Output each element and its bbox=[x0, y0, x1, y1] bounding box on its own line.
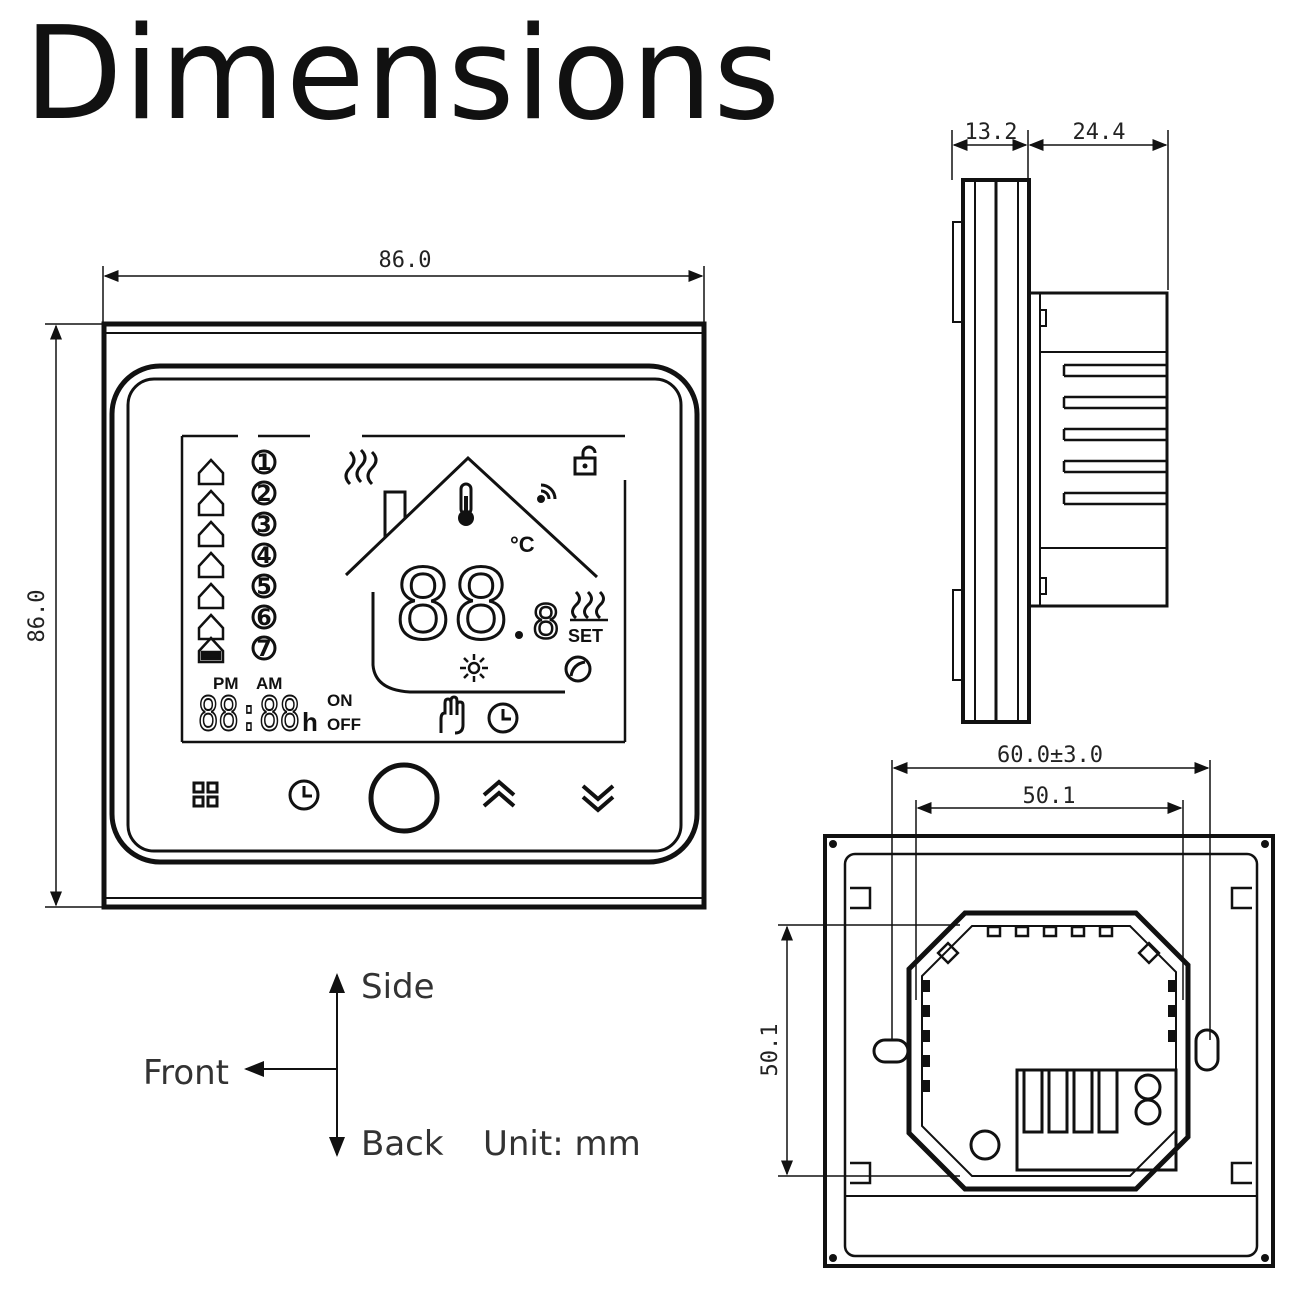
front-label: Front bbox=[143, 1053, 229, 1093]
chevron-down-icon bbox=[581, 784, 615, 813]
front-height-label: 86.0 bbox=[25, 590, 50, 643]
back-inner-width-label: 50.1 bbox=[1023, 784, 1076, 809]
unlock-icon bbox=[573, 445, 597, 476]
front-bezel bbox=[109, 363, 700, 865]
program-number-5: 5 bbox=[256, 575, 271, 600]
up-button[interactable] bbox=[482, 779, 516, 808]
menu-button[interactable] bbox=[192, 781, 219, 808]
down-button[interactable] bbox=[581, 784, 615, 813]
wifi-signal-icon bbox=[537, 483, 557, 503]
clock-icon bbox=[288, 779, 320, 811]
side-front-depth-label: 13.2 bbox=[965, 120, 1018, 145]
front-height-dimension: 86.0 bbox=[25, 323, 103, 908]
program-number-1: 1 bbox=[256, 451, 271, 476]
program-number-6: 6 bbox=[256, 606, 271, 631]
program-house-icons bbox=[197, 458, 225, 664]
page-title: Dimensions bbox=[24, 0, 782, 149]
power-icon bbox=[368, 762, 440, 834]
power-button[interactable] bbox=[368, 762, 440, 834]
back-outer-width-label: 60.0±3.0 bbox=[997, 743, 1103, 768]
orientation-legend: Side Front Back Unit: mm bbox=[143, 967, 641, 1164]
terminal-block bbox=[1015, 1068, 1178, 1172]
front-width-dimension: 86.0 bbox=[102, 248, 705, 322]
unit-label: Unit: mm bbox=[483, 1124, 641, 1164]
program-number-7: 7 bbox=[256, 637, 271, 662]
side-view: 13.2 24.4 bbox=[951, 120, 1169, 724]
program-numbers: 1 2 3 4 5 6 7 bbox=[251, 449, 277, 662]
back-label: Back bbox=[361, 1124, 444, 1164]
lcd-panel: °C 88 8 SET bbox=[180, 434, 627, 744]
program-number-3: 3 bbox=[256, 513, 271, 538]
chevron-up-icon bbox=[482, 779, 516, 808]
front-frame bbox=[101, 321, 707, 910]
unit-celsius-label: °C bbox=[510, 532, 535, 557]
side-back-depth-label: 24.4 bbox=[1073, 120, 1126, 145]
front-view: 86.0 86.0 bbox=[25, 248, 707, 910]
pm-label: PM bbox=[213, 674, 239, 693]
off-label: OFF bbox=[327, 715, 361, 734]
side-depth-dimension: 13.2 24.4 bbox=[951, 120, 1169, 290]
set-label: SET bbox=[568, 626, 603, 646]
back-view: 60.0±3.0 50.1 50.1 bbox=[758, 743, 1275, 1268]
clock-unit-label: h bbox=[302, 707, 318, 737]
manual-hand-icon bbox=[439, 695, 465, 735]
sun-icon bbox=[460, 654, 488, 682]
back-inner-width-dimension: 50.1 bbox=[915, 784, 1184, 1000]
house-outline-icon bbox=[344, 455, 599, 579]
back-height-dimension: 50.1 bbox=[758, 924, 960, 1177]
heating-waves-icon bbox=[344, 448, 378, 486]
on-label: ON bbox=[327, 691, 353, 710]
temperature-decimal-digit: 8 bbox=[532, 595, 560, 649]
heating-active-icon bbox=[570, 590, 608, 622]
eco-leaf-icon bbox=[564, 655, 592, 683]
front-glass bbox=[126, 377, 683, 853]
back-height-label: 50.1 bbox=[758, 1024, 783, 1077]
side-label: Side bbox=[361, 967, 435, 1007]
back-outer-width-dimension: 60.0±3.0 bbox=[891, 743, 1211, 1040]
program-number-4: 4 bbox=[256, 544, 271, 569]
thermometer-icon bbox=[458, 482, 474, 526]
clock-digits: 88:88 bbox=[198, 687, 300, 741]
schedule-clock-icon bbox=[487, 702, 519, 734]
temperature-digits: 88 bbox=[394, 549, 510, 661]
front-width-label: 86.0 bbox=[379, 248, 432, 273]
menu-icon bbox=[192, 781, 219, 808]
clock-button[interactable] bbox=[288, 779, 320, 811]
program-number-2: 2 bbox=[256, 482, 271, 507]
am-label: AM bbox=[256, 674, 282, 693]
